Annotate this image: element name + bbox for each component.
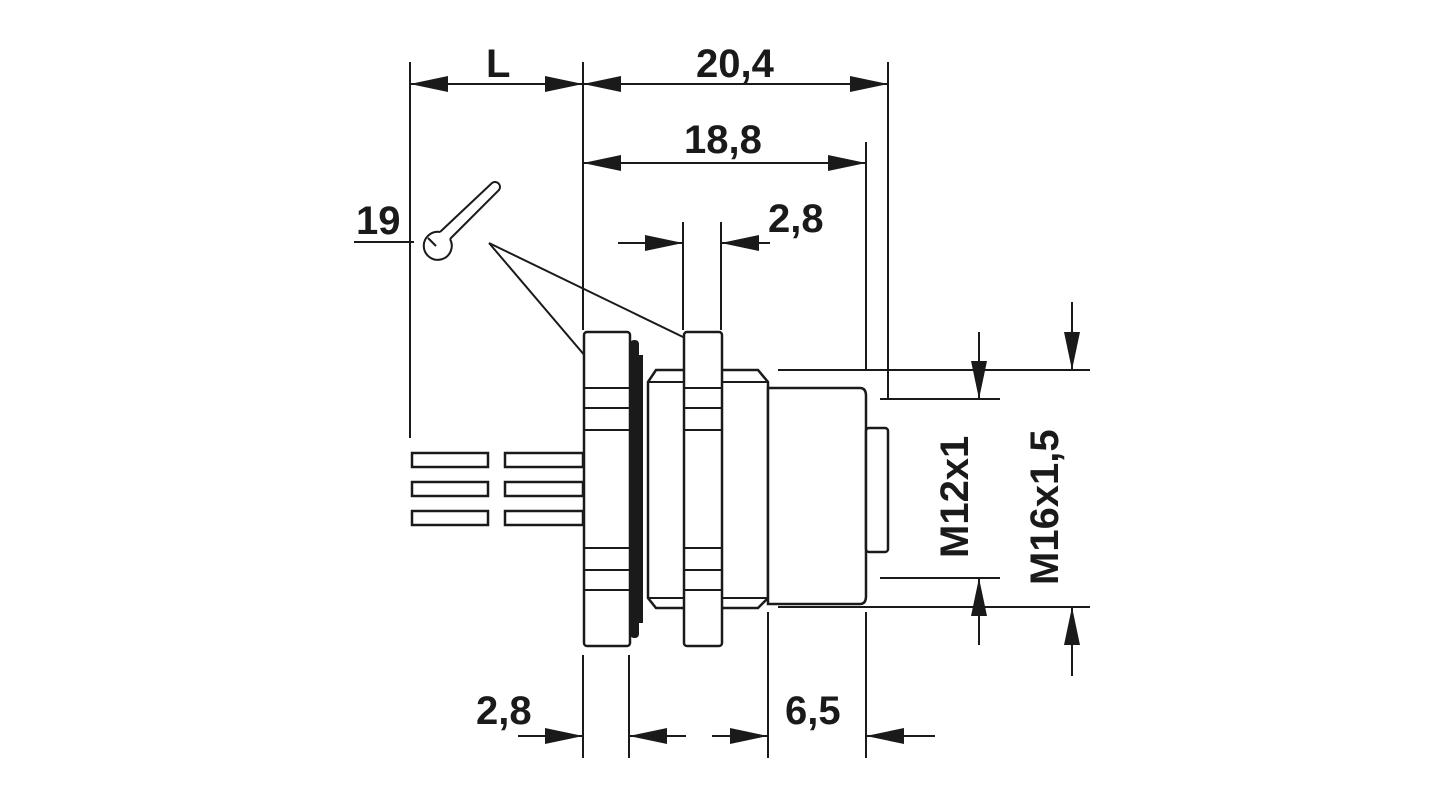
thread-m16-label: M16x1,5	[1023, 429, 1067, 585]
o-ring	[630, 340, 639, 638]
wrench-size-callout	[354, 181, 713, 378]
rear-contacts	[410, 451, 585, 527]
front-hex-nut	[682, 330, 724, 648]
overall-length-label: 20,4	[696, 42, 775, 86]
dimension-lines	[410, 76, 1080, 744]
m12-socket	[766, 386, 890, 606]
length-to-thread-end-label: 18,8	[684, 118, 762, 162]
dimension-labels: L 20,4 18,8 2,8 19 2,8 6,5 M12x1 M16x1,5	[356, 42, 1067, 733]
rear-hex-nut	[582, 330, 632, 648]
front-thread-length-label: 6,5	[785, 689, 841, 733]
nut-thickness-rear-label: 2,8	[768, 197, 824, 241]
connector-body	[410, 330, 890, 648]
thread-m12-label: M12x1	[933, 436, 977, 558]
wrench-size-label: 19	[356, 199, 401, 243]
length-label: L	[486, 42, 510, 86]
wrench-icon	[422, 181, 501, 261]
nut-thickness-front-label: 2,8	[476, 689, 532, 733]
